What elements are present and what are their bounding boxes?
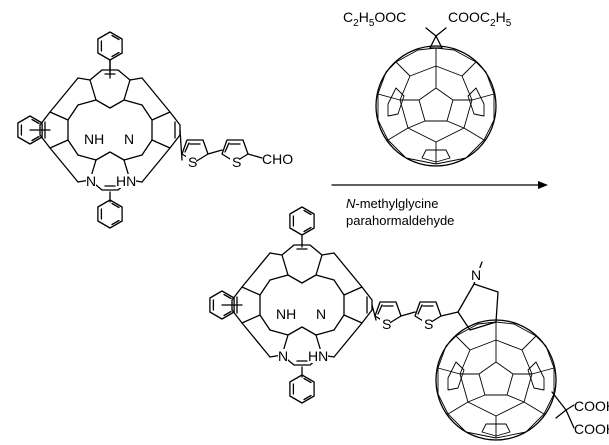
product-label-cooh-2: COOH [574,421,609,437]
label-s2: S [232,154,241,170]
reagent-fullerene-malonate: C2H5OOC COOC2H5 [343,9,512,167]
label-nh: NH [84,131,104,147]
starting-bithiophene: S S CHO [181,139,293,170]
product-label-n-pyrrolidine: N [471,267,481,283]
label-n-right: N [124,131,134,147]
product-label-cooh-1: COOH [574,398,609,414]
label-cho: CHO [262,151,293,167]
label-s1: S [188,154,197,170]
label-hn: HN [116,173,136,189]
reaction-arrow [331,181,548,189]
label-n-left: N [86,173,96,189]
product-porphyrin: NH N N HN [209,206,377,404]
condition-line-1: N-methylglycine [346,196,438,211]
starting-porphyrin: NH N N HN [17,31,183,229]
product-label-hn: HN [308,348,328,364]
product-fullerene: COOH COOH [435,319,609,441]
product-label-nh: NH [276,306,296,322]
condition-line-2: parahormaldehyde [346,213,454,228]
reaction-conditions: N-methylglycine parahormaldehyde [346,196,454,228]
reagent-c2h5-left: C2H5OOC [343,9,406,29]
product-label-n-right: N [316,306,326,322]
product-bithiophene: S S [374,301,459,332]
product-label-s1: S [382,316,391,332]
product-pyrrolidine: N [457,261,499,331]
product-label-n-left: N [278,348,288,364]
product-label-s2: S [424,316,433,332]
reagent-cooc2h5-right: COOC2H5 [448,9,512,29]
